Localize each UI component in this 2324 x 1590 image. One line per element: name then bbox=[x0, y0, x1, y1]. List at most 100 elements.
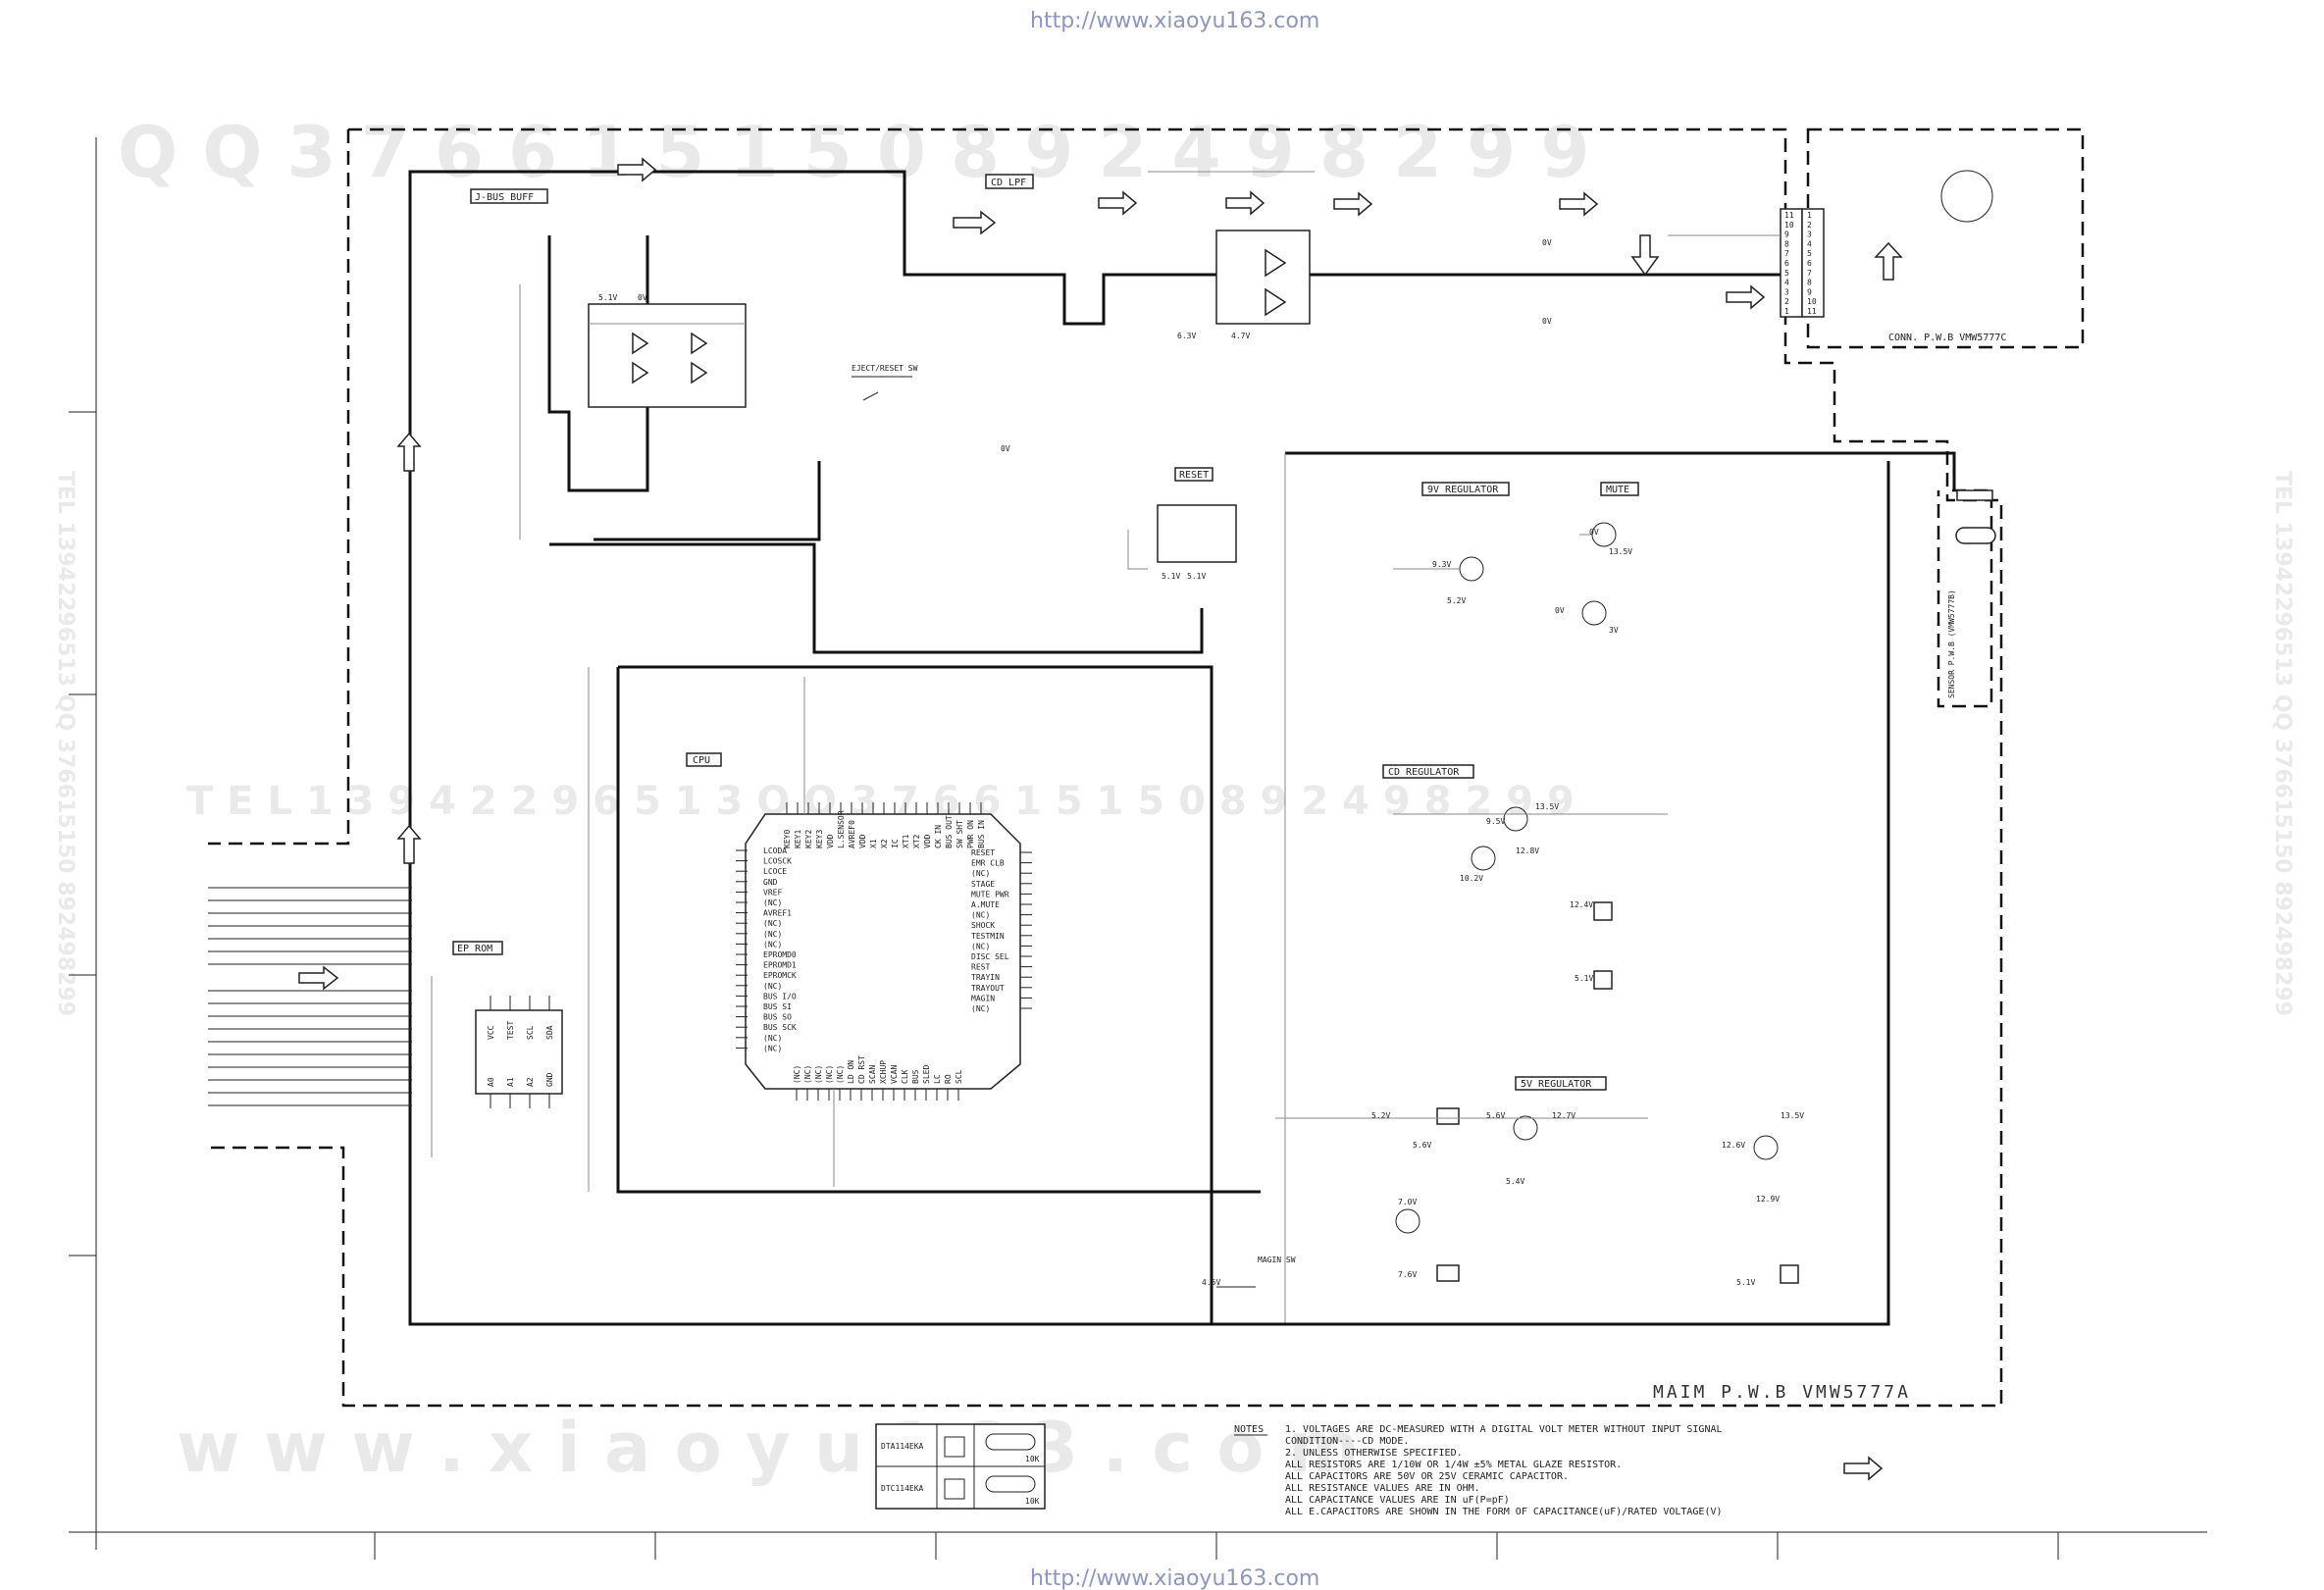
regulator-5v-block: 5V REGULATOR bbox=[1275, 1076, 1799, 1284]
sensor-connector bbox=[1955, 489, 1996, 544]
watermark-bottom: w w w . x i a o y u 1 6 3 . c o m bbox=[177, 1408, 1360, 1488]
cpu-pin-label: (NC) bbox=[803, 1065, 812, 1084]
cpu-pin-label: RESET bbox=[971, 848, 995, 857]
cpu-pin-label: (NC) bbox=[971, 942, 990, 950]
voltage-label: 4.5V bbox=[1202, 1278, 1220, 1287]
cpu-pin-label: X2 bbox=[880, 839, 889, 848]
cpu-pin-label: SCAN bbox=[868, 1065, 877, 1084]
main-board-outline bbox=[208, 128, 2003, 1408]
conn-pin-label: 11 bbox=[1807, 307, 1817, 316]
cd-regulator-label: CD REGULATOR bbox=[1388, 767, 1460, 778]
conn-pin-label: 2 bbox=[1784, 297, 1789, 306]
voltage-label: 4.7V bbox=[1231, 332, 1250, 340]
cpu-pin-label: TRAYIN bbox=[971, 973, 1000, 982]
cpu-pin-label: TRAYOUT bbox=[971, 984, 1005, 993]
note-line: ALL RESISTORS ARE 1/10W OR 1/4W ±5% META… bbox=[1285, 1460, 1622, 1470]
watermark-right-vertical: TEL 13942296513 QQ 376615150 892498299 bbox=[2270, 471, 2295, 1016]
magin-sw-label: MAGIN SW bbox=[1258, 1256, 1296, 1264]
voltage-label: 0V bbox=[1001, 444, 1010, 453]
voltage-label: 0V bbox=[1589, 528, 1599, 537]
conn-pin-label: 8 bbox=[1807, 279, 1812, 287]
rom-pin-label: A1 bbox=[506, 1077, 515, 1087]
rom-pin-label: GND bbox=[545, 1072, 554, 1087]
cpu-pin-label: REST bbox=[971, 963, 990, 972]
cpu-pin-label: EPROMD1 bbox=[763, 961, 797, 970]
voltage-label: 5.1V bbox=[1736, 1278, 1755, 1287]
cpu-pin-label: VDD bbox=[826, 834, 835, 848]
cpu-pin-label: SW SHT bbox=[955, 820, 964, 848]
regulator-9v-label: 9V REGULATOR bbox=[1427, 485, 1499, 495]
voltage-label: 5.4V bbox=[1506, 1177, 1524, 1186]
voltage-label: 13.5V bbox=[1535, 802, 1559, 811]
note-line: ALL RESISTANCE VALUES ARE IN OHM. bbox=[1285, 1483, 1480, 1494]
rom-pin-label: SCL bbox=[526, 1025, 535, 1040]
voltage-label: 5.1V bbox=[1575, 974, 1593, 983]
voltage-label: 7.0V bbox=[1398, 1198, 1417, 1206]
rom-pin-label: TEST bbox=[506, 1021, 515, 1040]
cd-lpf-label: CD LPF bbox=[991, 178, 1026, 188]
cpu-pin-label: BUS OUT bbox=[945, 815, 954, 848]
cpu-pin-label: (NC) bbox=[793, 1065, 801, 1084]
conn-pin-label: 3 bbox=[1784, 287, 1789, 296]
conn-pin-label: 1 bbox=[1784, 307, 1789, 316]
reset-block: RESET bbox=[1127, 467, 1237, 570]
cpu-pin-label: EPROMD0 bbox=[763, 950, 797, 959]
cpu-pin-label: LC bbox=[933, 1074, 942, 1084]
voltage-label: 13.5V bbox=[1609, 547, 1632, 556]
cpu-pin-label: LCODA bbox=[763, 846, 787, 855]
conn-pin-label: 9 bbox=[1807, 287, 1812, 296]
cpu-pin-label: XT2 bbox=[912, 834, 921, 848]
voltage-label: 0V bbox=[1542, 238, 1552, 247]
cpu-block: CPU LCODALCOSCKLCOCEGNDVREF(NC)AVREF1(NC… bbox=[588, 667, 1032, 1192]
cpu-pin-label: BUS SO bbox=[763, 1013, 792, 1022]
cpu-pin-label: VDD bbox=[858, 834, 867, 848]
notes-label: NOTES bbox=[1234, 1424, 1264, 1435]
conn-board-outline bbox=[1806, 128, 2085, 349]
cpu-pin-label: (NC) bbox=[814, 1065, 823, 1084]
note-line: 2. UNLESS OTHERWISE SPECIFIED. bbox=[1285, 1448, 1463, 1459]
note-line: ALL E.CAPACITORS ARE SHOWN IN THE FORM O… bbox=[1285, 1507, 1723, 1517]
header-url[interactable]: http://www.xiaoyu163.com bbox=[1030, 9, 1319, 33]
cpu-pin-label: VDD bbox=[923, 834, 932, 848]
cpu-pin-label: (NC) bbox=[763, 1044, 782, 1052]
cpu-pin-label: BUS SI bbox=[763, 1002, 792, 1011]
voltage-label: 5.6V bbox=[1486, 1111, 1505, 1120]
notes-block: NOTES 1. VOLTAGES ARE DC-MEASURED WITH A… bbox=[1234, 1424, 1723, 1517]
voltage-label: 12.7V bbox=[1552, 1111, 1575, 1120]
voltage-label: 12.6V bbox=[1722, 1141, 1745, 1150]
cpu-pin-label: SHOCK bbox=[971, 921, 995, 930]
voltage-label: 6.3V bbox=[1177, 332, 1196, 340]
cpu-pin-label: IC bbox=[891, 839, 900, 848]
reset-label: RESET bbox=[1179, 470, 1209, 481]
transistor-table: DTA114EKA DTC114EKA 10K 10K bbox=[875, 1423, 1046, 1510]
jbus-buff-label: J-BUS BUFF bbox=[475, 192, 534, 203]
conn-pin-label: 7 bbox=[1784, 249, 1789, 258]
cpu-pin-label: (NC) bbox=[763, 919, 782, 928]
conn-pin-label: 1 bbox=[1807, 211, 1812, 220]
transistor-value-1: 10K bbox=[1025, 1455, 1040, 1463]
cpu-pin-label: KEY2 bbox=[804, 830, 813, 848]
cpu-pin-label: SCL bbox=[955, 1069, 963, 1084]
transistor-value-2: 10K bbox=[1025, 1497, 1040, 1506]
voltage-label: 0V bbox=[1555, 606, 1565, 615]
transistor-part-1: DTA114EKA bbox=[881, 1442, 924, 1451]
cpu-pin-label: LCOCE bbox=[763, 867, 787, 876]
rom-pin-label: VCC bbox=[487, 1025, 495, 1040]
cpu-pin-label: X1 bbox=[869, 839, 878, 848]
cpu-pin-label: RO bbox=[944, 1074, 953, 1084]
cpu-pin-label: AVREF0 bbox=[848, 820, 856, 848]
conn-pin-label: 8 bbox=[1784, 239, 1789, 248]
footer-url[interactable]: http://www.xiaoyu163.com bbox=[1030, 1566, 1319, 1590]
voltage-label: 5.1V bbox=[598, 293, 617, 302]
mute-block: MUTE bbox=[1579, 482, 1639, 547]
cpu-pin-label: VCAN bbox=[890, 1065, 899, 1084]
voltage-label: 12.8V bbox=[1516, 846, 1539, 855]
cpu-pin-label: CLK bbox=[901, 1069, 909, 1084]
cpu-pin-label: BUS SCK bbox=[763, 1023, 797, 1032]
magin-sw: MAGIN SW bbox=[1216, 1256, 1296, 1288]
